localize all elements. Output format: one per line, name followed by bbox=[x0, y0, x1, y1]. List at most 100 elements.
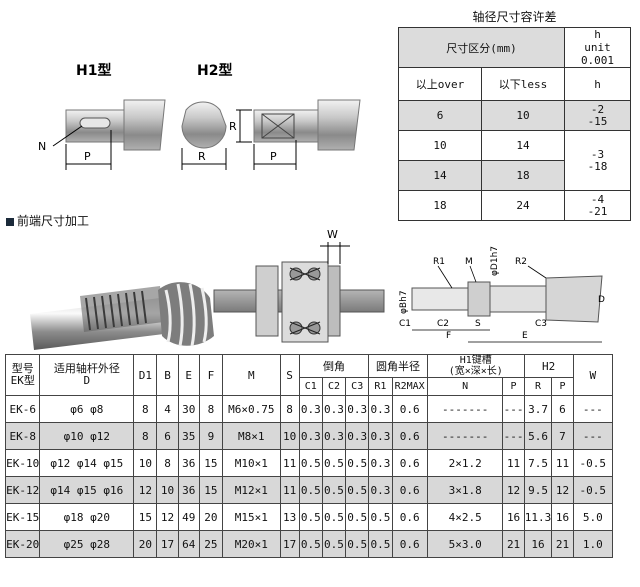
cell-p: 11 bbox=[502, 449, 525, 477]
cell-model: EK-10 bbox=[4, 449, 41, 477]
hdr-h2: H2 bbox=[523, 354, 574, 378]
label-R2: R2 bbox=[515, 257, 527, 267]
cell-s: 13 bbox=[279, 503, 300, 531]
cell-w: 1.0 bbox=[572, 530, 614, 558]
tol-header-h: h unit 0.001 bbox=[564, 27, 631, 68]
cell-od: φ6 φ8 bbox=[39, 395, 135, 423]
end-diagram-labels: R1 M φD1h7 R2 φBh7 D C1 C2 S C3 F E bbox=[399, 246, 605, 341]
bearing-assembly-drawing bbox=[213, 242, 385, 343]
label-C3: C3 bbox=[535, 319, 547, 329]
label-E: E bbox=[522, 331, 528, 341]
h1-shaft-drawing bbox=[65, 99, 166, 151]
label-F: F bbox=[446, 331, 451, 341]
cell-b: 4 bbox=[156, 395, 179, 423]
cell-c3: 0.5 bbox=[345, 530, 370, 558]
cell-n: ------- bbox=[426, 395, 504, 423]
section-title-text: 前端尺寸加工 bbox=[17, 214, 90, 228]
hdr-R1: R1 bbox=[368, 377, 393, 396]
cell-e: 30 bbox=[177, 395, 200, 423]
label-B: φBh7 bbox=[399, 290, 409, 314]
cell-d1: 8 bbox=[133, 395, 158, 423]
dim-P-h1: P bbox=[84, 150, 91, 163]
cell-p2: 6 bbox=[551, 395, 574, 423]
cell-od: φ10 φ12 bbox=[39, 422, 135, 450]
cell-c3: 0.5 bbox=[345, 449, 370, 477]
cell-p2: 7 bbox=[551, 422, 574, 450]
cell-r: 11.3 bbox=[523, 503, 553, 531]
cell-r2: 0.6 bbox=[391, 449, 428, 477]
cell-n: 2×1.2 bbox=[426, 449, 504, 477]
cell-p2: 11 bbox=[551, 449, 574, 477]
h2-shaft-drawing bbox=[253, 99, 361, 151]
dim-N: N bbox=[38, 140, 46, 153]
cell-m: M20×1 bbox=[222, 530, 281, 558]
hdr-R2MAX: R2MAX bbox=[391, 377, 428, 396]
h1-label: H1型 bbox=[76, 62, 111, 79]
cell-n: 5×3.0 bbox=[426, 530, 504, 558]
cell-s: 8 bbox=[279, 395, 300, 423]
dim-P-h2: P bbox=[270, 150, 277, 163]
hdr-P2: P bbox=[551, 377, 574, 396]
cell-r: 9.5 bbox=[523, 476, 553, 504]
label-R1: R1 bbox=[433, 257, 445, 267]
cell-m: M6×0.75 bbox=[222, 395, 281, 423]
cell-p2: 16 bbox=[551, 503, 574, 531]
tol-row-over: 18 bbox=[398, 190, 482, 221]
shaft-end-diagram bbox=[411, 275, 603, 323]
cell-n: 3×1.8 bbox=[426, 476, 504, 504]
cell-r2: 0.6 bbox=[391, 530, 428, 558]
cell-c1: 0.5 bbox=[298, 530, 323, 558]
cell-model: EK-15 bbox=[4, 503, 41, 531]
cell-s: 17 bbox=[279, 530, 300, 558]
cell-p: 16 bbox=[502, 503, 525, 531]
hdr-R: R bbox=[523, 377, 553, 396]
tol-col-over: 以上over bbox=[398, 67, 482, 101]
hdr-C1: C1 bbox=[298, 377, 323, 396]
tol-row-less: 24 bbox=[481, 190, 565, 221]
hdr-B: B bbox=[156, 354, 179, 396]
tol-row-less: 18 bbox=[481, 160, 565, 191]
tol-header-h-line2: unit 0.001 bbox=[580, 41, 615, 67]
cell-b: 10 bbox=[156, 476, 179, 504]
cell-s: 11 bbox=[279, 476, 300, 504]
cell-c1: 0.5 bbox=[298, 503, 323, 531]
cell-s: 11 bbox=[279, 449, 300, 477]
cell-p: 12 bbox=[502, 476, 525, 504]
cell-e: 36 bbox=[177, 476, 200, 504]
cell-e: 36 bbox=[177, 449, 200, 477]
cell-r: 5.6 bbox=[523, 422, 553, 450]
cell-e: 64 bbox=[177, 530, 200, 558]
cell-f: 9 bbox=[198, 422, 224, 450]
cell-r: 16 bbox=[523, 530, 553, 558]
cell-e: 35 bbox=[177, 422, 200, 450]
cell-r1: 0.5 bbox=[368, 503, 393, 531]
cell-c1: 0.5 bbox=[298, 476, 323, 504]
shaft-type-drawings: H1型 H2型 N P R R P bbox=[38, 62, 361, 170]
cell-r: 7.5 bbox=[523, 449, 553, 477]
cell-model: EK-20 bbox=[4, 530, 41, 558]
cell-od: φ25 φ28 bbox=[39, 530, 135, 558]
hdr-model: 型号 EK型 bbox=[4, 354, 41, 396]
cell-b: 17 bbox=[156, 530, 179, 558]
cell-b: 12 bbox=[156, 503, 179, 531]
cell-c2: 0.5 bbox=[321, 530, 347, 558]
cell-r: 3.7 bbox=[523, 395, 553, 423]
ball-screw-image bbox=[30, 282, 214, 350]
cell-d1: 8 bbox=[133, 422, 158, 450]
hdr-S: S bbox=[279, 354, 300, 396]
tol-header-h-line1: h bbox=[594, 28, 601, 41]
hdr-C2: C2 bbox=[321, 377, 347, 396]
cell-c1: 0.3 bbox=[298, 422, 323, 450]
tol-row-over: 14 bbox=[398, 160, 482, 191]
hdr-F: F bbox=[198, 354, 224, 396]
cell-r1: 0.5 bbox=[368, 530, 393, 558]
label-D1: φD1h7 bbox=[490, 246, 500, 276]
cell-r2: 0.6 bbox=[391, 395, 428, 423]
hdr-radius: 圆角半径 bbox=[368, 354, 428, 378]
cell-od: φ18 φ20 bbox=[39, 503, 135, 531]
tol-col-less: 以下less bbox=[481, 67, 565, 101]
